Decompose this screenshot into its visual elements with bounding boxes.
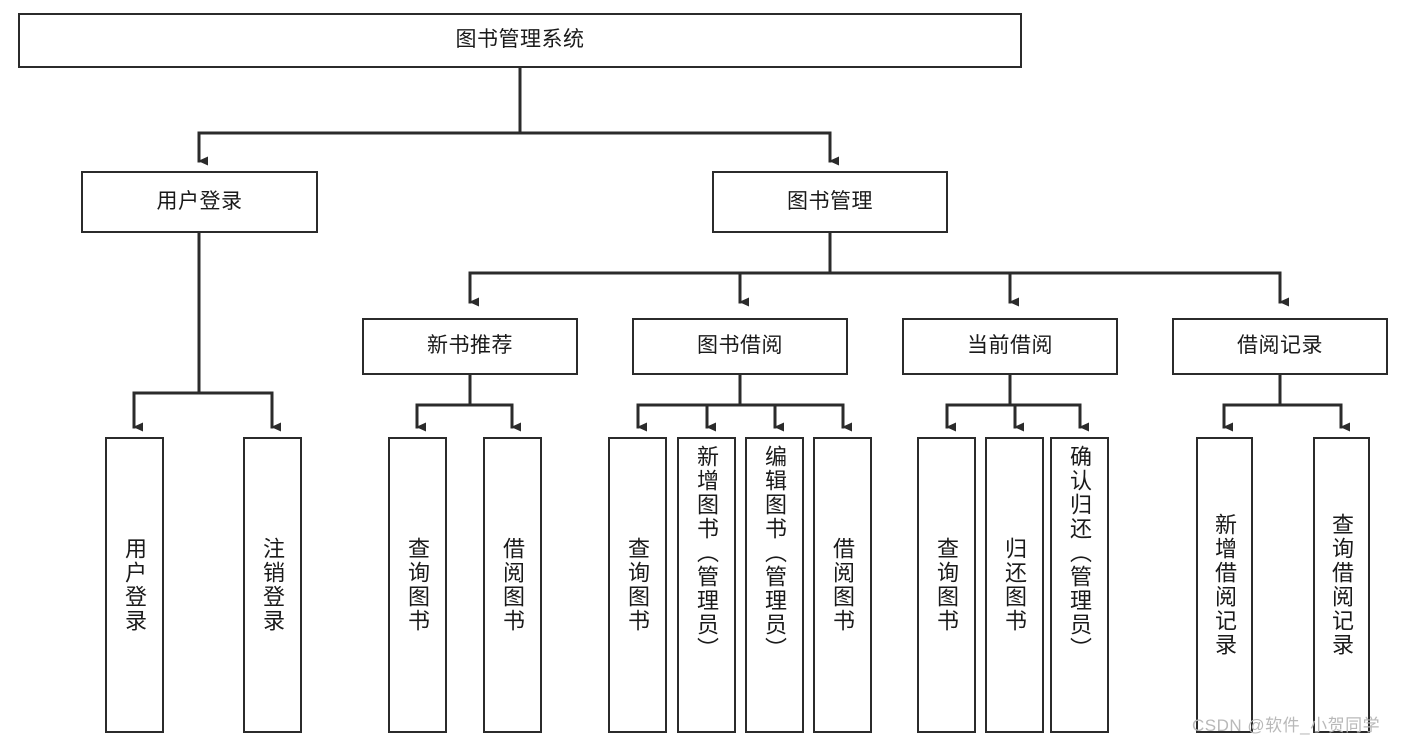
node-leaf-current-borrow-confirm-return[interactable]: 确认归还（管理员）: [1050, 437, 1109, 733]
node-book-borrow[interactable]: 图书借阅: [632, 318, 848, 375]
node-leaf-borrow-record-query[interactable]: 查询借阅记录: [1313, 437, 1370, 733]
node-label: 图书管理: [787, 189, 873, 213]
node-label: 查询图书: [934, 537, 960, 633]
node-leaf-current-borrow-return[interactable]: 归还图书: [985, 437, 1044, 733]
node-user-login[interactable]: 用户登录: [81, 171, 318, 233]
node-label: 归还图书: [1002, 537, 1028, 633]
node-label: 查询图书: [625, 537, 651, 633]
node-label: 借阅图书: [830, 537, 856, 633]
node-leaf-current-borrow-query[interactable]: 查询图书: [917, 437, 976, 733]
node-root-book-management-system[interactable]: 图书管理系统: [18, 13, 1022, 68]
node-label: 用户登录: [122, 537, 148, 633]
node-label: 查询图书: [405, 537, 431, 633]
node-label: 图书借阅: [697, 334, 783, 358]
node-label: 借阅记录: [1237, 334, 1323, 358]
node-borrow-record[interactable]: 借阅记录: [1172, 318, 1388, 375]
node-leaf-book-borrow-borrow[interactable]: 借阅图书: [813, 437, 872, 733]
node-label: 新书推荐: [427, 334, 513, 358]
node-label: 借阅图书: [500, 537, 526, 633]
node-leaf-borrow-record-add[interactable]: 新增借阅记录: [1196, 437, 1253, 733]
node-leaf-book-borrow-add[interactable]: 新增图书（管理员）: [677, 437, 736, 733]
node-leaf-book-borrow-edit[interactable]: 编辑图书（管理员）: [745, 437, 804, 733]
node-label: 编辑图书（管理员）: [762, 445, 788, 661]
node-leaf-user-login-signin[interactable]: 用户登录: [105, 437, 164, 733]
node-label: 新增图书（管理员）: [694, 445, 720, 661]
node-label: 查询借阅记录: [1329, 513, 1355, 657]
node-leaf-new-book-query[interactable]: 查询图书: [388, 437, 447, 733]
node-leaf-user-login-signout[interactable]: 注销登录: [243, 437, 302, 733]
node-leaf-new-book-borrow[interactable]: 借阅图书: [483, 437, 542, 733]
node-leaf-book-borrow-query[interactable]: 查询图书: [608, 437, 667, 733]
watermark-text: CSDN @软件_小贺同学: [1192, 716, 1381, 735]
node-label: 图书管理系统: [455, 28, 585, 52]
node-label: 用户登录: [156, 189, 243, 213]
node-label: 确认归还（管理员）: [1067, 445, 1093, 661]
node-new-book-recommend[interactable]: 新书推荐: [362, 318, 578, 375]
node-label: 新增借阅记录: [1212, 513, 1238, 657]
node-book-management[interactable]: 图书管理: [712, 171, 948, 233]
node-current-borrow[interactable]: 当前借阅: [902, 318, 1118, 375]
node-label: 注销登录: [260, 537, 286, 633]
node-label: 当前借阅: [967, 334, 1053, 358]
